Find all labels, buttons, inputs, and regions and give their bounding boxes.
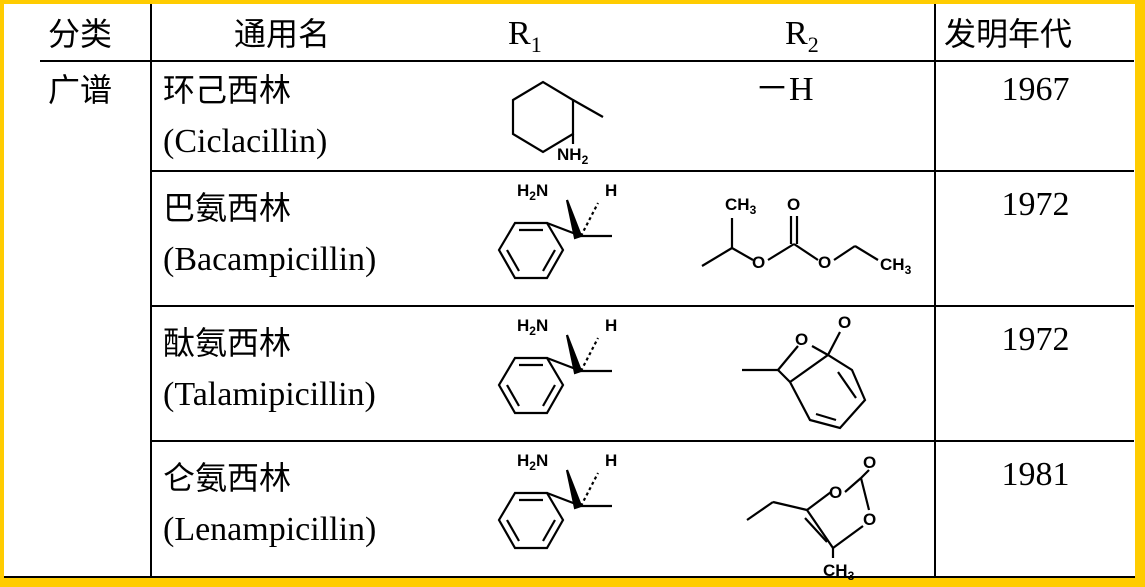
- o-label-ring: O: [795, 330, 808, 349]
- row2-name-cn: 巴氨西林: [163, 189, 292, 227]
- row-rule-2: [152, 305, 1134, 307]
- row2-r2-structure: CH3 O O O CH3: [701, 195, 912, 277]
- wedge-bond: [565, 199, 583, 240]
- header-r1: R1: [508, 15, 542, 57]
- benzene-ring: [497, 356, 565, 415]
- ring-bond-1: [806, 491, 832, 511]
- row1-name-en: (Ciclacillin): [163, 123, 328, 160]
- ch3-label-2: CH3: [880, 255, 912, 277]
- ring-double-2: [506, 384, 520, 407]
- bond-c-o: [777, 345, 799, 371]
- o-label-ring-2: O: [863, 510, 876, 529]
- nh2-label: NH2: [557, 145, 589, 167]
- o-label-1: O: [752, 253, 765, 272]
- ring-bond-2: [844, 477, 862, 493]
- ring-double-3: [542, 519, 556, 542]
- co-double: [827, 331, 841, 356]
- bond-5: [833, 245, 856, 261]
- ring-double-2: [506, 519, 520, 542]
- header-generic-name: 通用名: [233, 15, 330, 53]
- row4-name-cn: 仑氨西林: [163, 459, 292, 497]
- row2-name-en: (Bacampicillin): [163, 241, 377, 278]
- row4-r2-structure: O O O CH3: [746, 453, 876, 583]
- header-bottom-rule: [40, 60, 1134, 62]
- o-label-carbonyl: O: [787, 195, 800, 214]
- co-double: [860, 469, 870, 479]
- ring-bond-3: [859, 477, 871, 511]
- h2n-label: H2N: [517, 181, 548, 203]
- ring-bond-4: [832, 525, 864, 549]
- table-bottom-rule: [4, 576, 1135, 578]
- header-category: 分类: [48, 15, 113, 53]
- header-year: 发明年代: [944, 15, 1073, 53]
- ring-double-2: [815, 412, 837, 422]
- o-label-carbonyl: O: [838, 313, 851, 332]
- ring-double-3: [542, 249, 556, 272]
- row4-r1-structure: H2N H: [497, 451, 617, 550]
- row-rule-3: [152, 440, 1134, 442]
- row3-r2-structure: O O: [742, 313, 867, 430]
- row1-r2-text: －H: [755, 71, 814, 108]
- row2-year: 1972: [1001, 186, 1070, 223]
- header-r2: R2: [785, 15, 819, 57]
- o-label-2: O: [818, 253, 831, 272]
- h2n-label: H2N: [517, 316, 548, 338]
- row1-r1-structure: NH2: [511, 80, 604, 167]
- bond-o-c: [811, 345, 829, 356]
- methyl-bond: [572, 99, 604, 118]
- row3-r1-structure: H2N H: [497, 316, 617, 415]
- bond-6: [854, 245, 879, 261]
- row1-year: 1967: [1001, 71, 1070, 108]
- category-label: 广谱: [48, 71, 113, 109]
- frame-top: [0, 0, 1145, 4]
- cyclohexane-ring: [511, 80, 575, 154]
- ring-double-1: [837, 371, 857, 399]
- row3-year: 1972: [1001, 321, 1070, 358]
- h-label: H: [605, 181, 617, 200]
- wedge-bond: [565, 469, 583, 510]
- fused-ring: [788, 353, 867, 430]
- hash-bond: [580, 472, 599, 507]
- frame-bottom: [0, 578, 1145, 587]
- wedge-bond: [565, 334, 583, 375]
- bond-3: [767, 243, 795, 261]
- bond-ring: [777, 369, 791, 383]
- ring-bond: [546, 491, 582, 508]
- hash-bond: [580, 337, 599, 372]
- bond-4: [793, 243, 819, 261]
- ring-bond: [546, 221, 582, 238]
- row3-name-en: (Talamipicillin): [163, 376, 376, 413]
- row4-year: 1981: [1001, 456, 1070, 493]
- row4-name-en: (Lenampicillin): [163, 511, 377, 548]
- benzene-ring: [497, 491, 565, 550]
- h-label: H: [605, 451, 617, 470]
- h2n-label: H2N: [517, 451, 548, 473]
- row3-name-cn: 酞氨西林: [163, 324, 292, 362]
- ethyl-bond-1: [746, 501, 774, 521]
- bond-2: [731, 247, 754, 261]
- ring-bond-5: [806, 509, 834, 549]
- ch3-label: CH3: [823, 561, 855, 583]
- ring-double: [804, 517, 828, 543]
- o-label-ring-1: O: [829, 483, 842, 502]
- benzene-ring: [497, 221, 565, 280]
- hash-bond: [580, 202, 599, 237]
- ring-double-2: [506, 249, 520, 272]
- bond-1: [701, 247, 733, 267]
- col-rule-2: [934, 4, 936, 578]
- ch3-label-1: CH3: [725, 195, 757, 217]
- h-label: H: [605, 316, 617, 335]
- row2-r1-structure: H2N H: [497, 181, 617, 280]
- frame-right: [1135, 0, 1145, 587]
- col-rule-1: [150, 4, 152, 578]
- row-rule-1: [152, 170, 1134, 172]
- ring-bond: [546, 356, 582, 373]
- ring-double-3: [542, 384, 556, 407]
- frame-left: [0, 0, 4, 587]
- row1-name-cn: 环己西林: [163, 71, 292, 109]
- ethyl-bond-2: [772, 500, 808, 512]
- o-label-carbonyl: O: [863, 453, 876, 472]
